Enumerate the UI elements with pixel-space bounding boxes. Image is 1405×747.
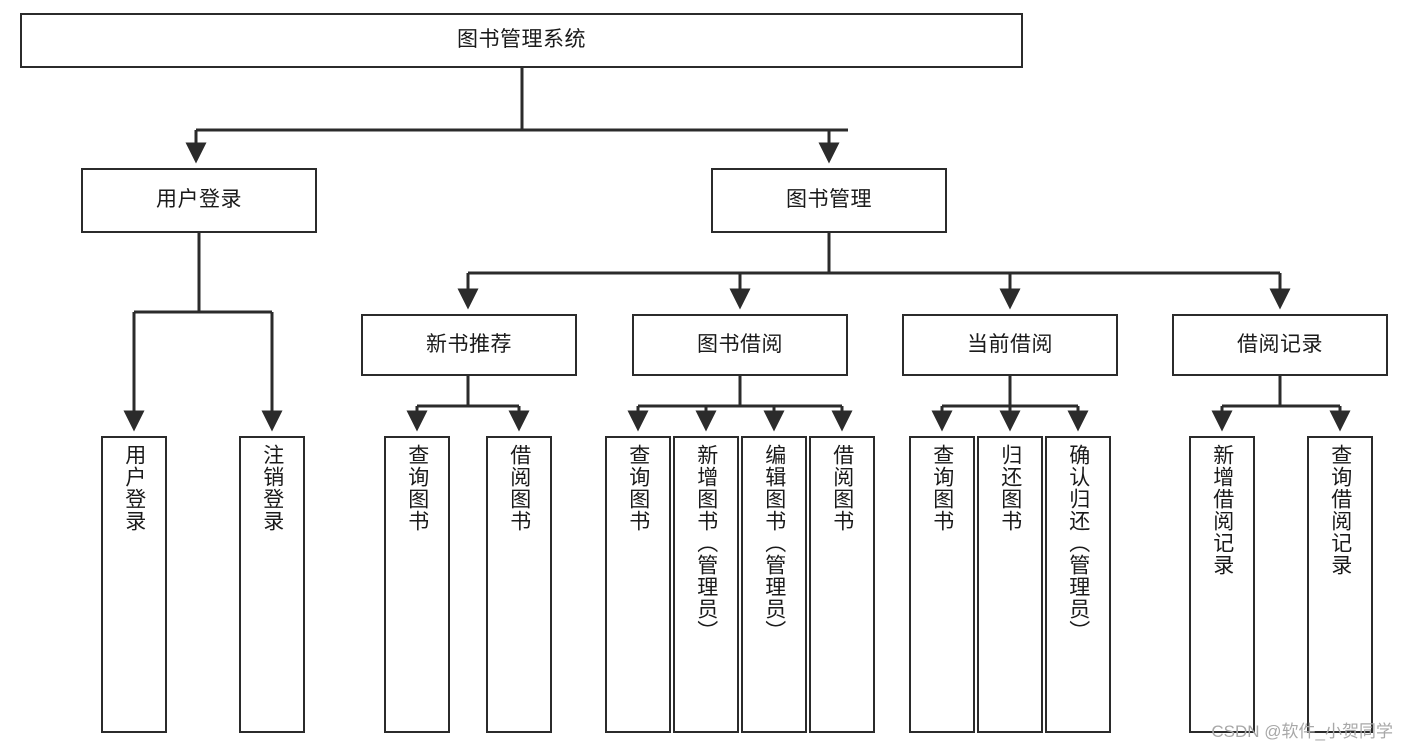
node-current-borrow[interactable]: 当前借阅 <box>902 314 1118 376</box>
node-label: 图书管理 <box>786 188 872 212</box>
leaf-new-book-borrow[interactable]: 借阅图书 <box>486 436 552 733</box>
node-label: 新增图书（管理员） <box>694 444 718 642</box>
node-label: 借阅图书 <box>830 444 854 532</box>
node-user-login[interactable]: 用户登录 <box>81 168 317 233</box>
leaf-book-borrow-borrow[interactable]: 借阅图书 <box>809 436 875 733</box>
node-borrow-record[interactable]: 借阅记录 <box>1172 314 1388 376</box>
node-label: 图书借阅 <box>697 332 783 356</box>
leaf-book-borrow-edit[interactable]: 编辑图书（管理员） <box>741 436 807 733</box>
leaf-user-login-login[interactable]: 用户登录 <box>101 436 167 733</box>
node-label: 查询图书 <box>930 444 954 532</box>
node-label: 注销登录 <box>260 444 284 532</box>
node-label: 借阅记录 <box>1237 332 1323 356</box>
leaf-current-borrow-query[interactable]: 查询图书 <box>909 436 975 733</box>
node-label: 查询图书 <box>626 444 650 532</box>
leaf-current-borrow-confirm-return[interactable]: 确认归还（管理员） <box>1045 436 1111 733</box>
leaf-book-borrow-query[interactable]: 查询图书 <box>605 436 671 733</box>
node-new-book-recommend[interactable]: 新书推荐 <box>361 314 577 376</box>
node-label: 新增借阅记录 <box>1210 444 1234 576</box>
node-label: 用户登录 <box>122 444 146 532</box>
node-label: 确认归还（管理员） <box>1066 444 1090 642</box>
node-book-management[interactable]: 图书管理 <box>711 168 947 233</box>
leaf-borrow-record-query[interactable]: 查询借阅记录 <box>1307 436 1373 733</box>
node-label: 图书管理系统 <box>457 28 586 52</box>
leaf-user-login-logout[interactable]: 注销登录 <box>239 436 305 733</box>
node-root-system[interactable]: 图书管理系统 <box>20 13 1023 68</box>
node-label: 借阅图书 <box>507 444 531 532</box>
node-label: 编辑图书（管理员） <box>762 444 786 642</box>
leaf-book-borrow-add[interactable]: 新增图书（管理员） <box>673 436 739 733</box>
leaf-borrow-record-add[interactable]: 新增借阅记录 <box>1189 436 1255 733</box>
node-label: 当前借阅 <box>967 332 1053 356</box>
leaf-new-book-query[interactable]: 查询图书 <box>384 436 450 733</box>
node-label: 查询图书 <box>405 444 429 532</box>
node-label: 归还图书 <box>998 444 1022 532</box>
node-label: 新书推荐 <box>426 332 512 356</box>
leaf-current-borrow-return[interactable]: 归还图书 <box>977 436 1043 733</box>
node-book-borrow[interactable]: 图书借阅 <box>632 314 848 376</box>
node-label: 查询借阅记录 <box>1328 444 1352 576</box>
node-label: 用户登录 <box>156 188 242 212</box>
